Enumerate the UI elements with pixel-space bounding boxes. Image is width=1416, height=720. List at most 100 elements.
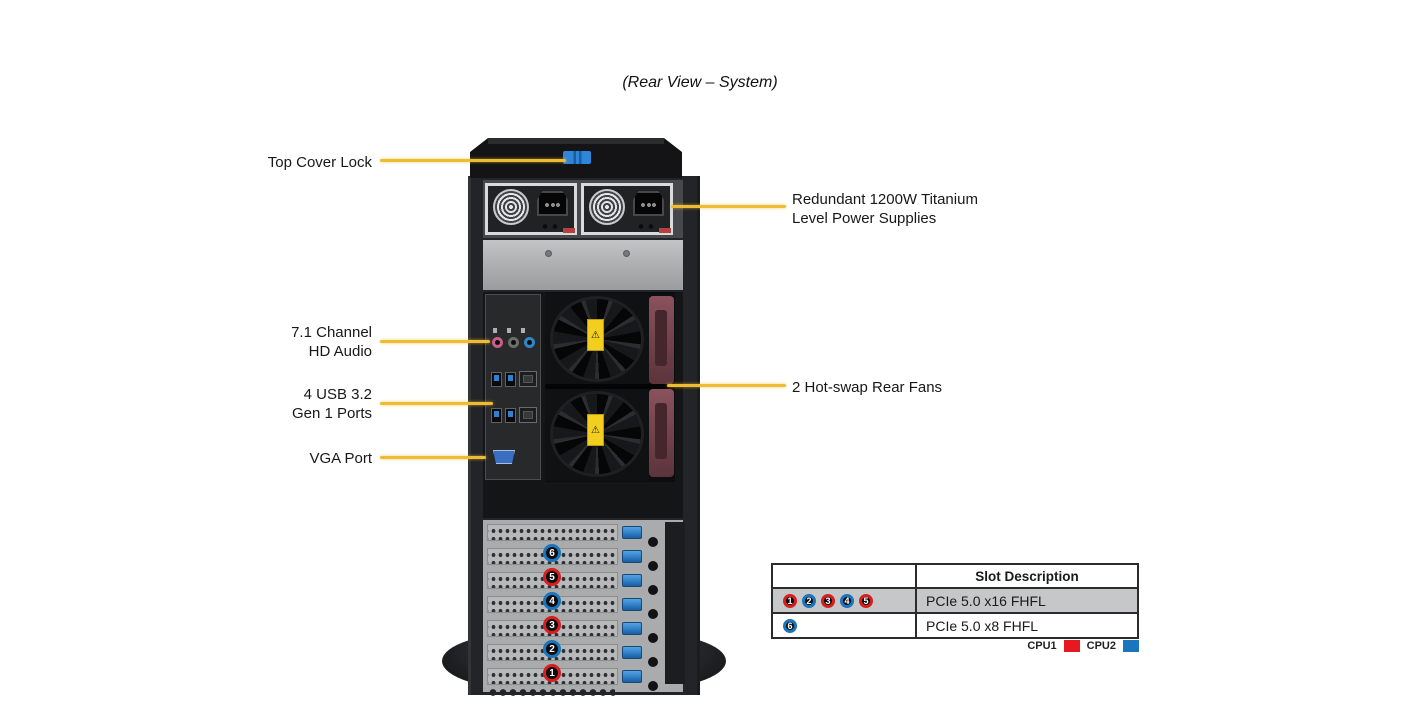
- audio-jack-labels: [493, 328, 533, 333]
- vent-hole: [648, 585, 658, 595]
- blank-panel: [483, 240, 683, 290]
- table-description-cell: PCIe 5.0 x16 FHFL: [926, 592, 1046, 609]
- screw-icon: [545, 250, 552, 257]
- legend-label-cpu2: CPU2: [1086, 640, 1116, 652]
- callout-top-cover-lock: Top Cover Lock: [268, 153, 372, 172]
- usb3-port-icon: [491, 372, 502, 387]
- rear-io-panel: [485, 294, 541, 480]
- slot-number-badge-4: 4: [840, 593, 854, 608]
- slot-latch-icon: [622, 574, 642, 587]
- psu-fan-grille-icon: [493, 189, 529, 225]
- vent-hole: [648, 681, 658, 691]
- vent-hole: [648, 657, 658, 667]
- psu-fan-grille-icon: [589, 189, 625, 225]
- vent-hole: [648, 561, 658, 571]
- vent-hole: [648, 633, 658, 643]
- slot-number-badge-5: 5: [543, 568, 561, 586]
- callout-usb-ports: 4 USB 3.2 Gen 1 Ports: [292, 385, 372, 423]
- fan-handle-1: [649, 296, 674, 384]
- rear-fan-bay: ⚠ ⚠: [545, 292, 675, 482]
- fan-handle-2: [649, 389, 674, 477]
- callout-vga-port: VGA Port: [309, 449, 372, 468]
- audio-jacks: [492, 337, 535, 348]
- callout-text: Top Cover Lock: [267, 154, 372, 171]
- callout-text: 7.1 Channel: [291, 324, 372, 341]
- callout-power-supplies: Redundant 1200W Titanium Level Power Sup…: [792, 190, 978, 228]
- slot-number-badge-6: 6: [543, 544, 561, 562]
- callout-text: 2 Hot-swap Rear Fans: [792, 379, 943, 396]
- slot-number-badge-2: 2: [543, 640, 561, 658]
- slot-side-panel: [665, 522, 685, 684]
- warning-label-icon: ⚠: [587, 319, 604, 351]
- slot-number-badge-2: 2: [802, 593, 816, 608]
- slot-number-badge-6: 6: [783, 618, 797, 633]
- table-header-description-cell: Slot Description: [975, 568, 1079, 584]
- line-in-jack-icon: [524, 337, 535, 348]
- psu-release-tab: [659, 228, 671, 233]
- mid-section: ⚠ ⚠: [483, 292, 683, 518]
- leader-line-power-supplies: [671, 205, 786, 208]
- ac-inlet-icon: [537, 191, 568, 216]
- slot-number-badge-1: 1: [543, 664, 561, 682]
- power-supply-module-1: [485, 183, 577, 235]
- vent-hole: [648, 609, 658, 619]
- vent-hole: [648, 537, 658, 547]
- vga-port-icon: [493, 450, 515, 464]
- legend-swatch-cpu1: [1063, 640, 1080, 652]
- leader-line-vga-port: [380, 456, 486, 459]
- rear-fan-2: ⚠: [545, 388, 649, 481]
- vent-holes: [489, 688, 615, 697]
- lan-port-icon: [519, 407, 537, 423]
- slot-number-badge-4: 4: [543, 592, 561, 610]
- psu-led-indicators: [542, 224, 560, 229]
- pci-slot-cover: [487, 524, 618, 541]
- leader-line-top-cover-lock: [380, 159, 566, 162]
- callout-text: HD Audio: [308, 343, 372, 360]
- power-supply-module-2: [581, 183, 673, 235]
- table-header-slots-cell: [773, 565, 917, 587]
- table-slots-cell: 6: [773, 614, 917, 637]
- top-cover-lock-icon: [563, 151, 591, 164]
- psu-release-tab: [563, 228, 575, 233]
- power-supply-bay: [483, 180, 683, 238]
- usb3-port-icon: [505, 372, 516, 387]
- usb3-port-icon: [505, 408, 516, 423]
- line-out-jack-icon: [508, 337, 519, 348]
- slot-latch-icon: [622, 670, 642, 683]
- callout-text: VGA Port: [309, 450, 372, 467]
- top-cover: [470, 138, 682, 178]
- fan-blades-icon: [550, 296, 644, 382]
- screw-icon: [623, 250, 630, 257]
- legend-swatch-cpu2: [1123, 640, 1139, 652]
- usb3-port-icon: [491, 408, 502, 423]
- leader-line-usb-ports: [380, 402, 493, 405]
- slot-number-badge-1: 1: [783, 593, 797, 608]
- cpu-color-legend: CPU1 CPU2: [771, 640, 1139, 652]
- slot-number-badge-3: 3: [821, 593, 835, 608]
- table-row: 6 PCIe 5.0 x8 FHFL: [773, 612, 1137, 637]
- slot-latch-icon: [622, 526, 642, 539]
- slot-latch-icon: [622, 598, 642, 611]
- slot-latch-icon: [622, 550, 642, 563]
- usb-lan-row-2: [491, 407, 537, 423]
- legend-label-cpu1: CPU1: [1027, 640, 1057, 652]
- leader-line-hd-audio: [380, 340, 490, 343]
- slot-latch-icon: [622, 646, 642, 659]
- slot-latch-icon: [622, 622, 642, 635]
- psu-led-indicators: [638, 224, 656, 229]
- callout-rear-fans: 2 Hot-swap Rear Fans: [792, 378, 942, 397]
- table-description-cell: PCIe 5.0 x8 FHFL: [926, 617, 1039, 634]
- callout-text: Redundant 1200W Titanium: [792, 191, 978, 208]
- slot-number-badge-5: 5: [859, 593, 873, 608]
- fan-divider: [545, 384, 675, 389]
- callout-text: Level Power Supplies: [792, 210, 937, 227]
- mic-jack-icon: [492, 337, 503, 348]
- rear-fan-1: ⚠: [545, 293, 649, 386]
